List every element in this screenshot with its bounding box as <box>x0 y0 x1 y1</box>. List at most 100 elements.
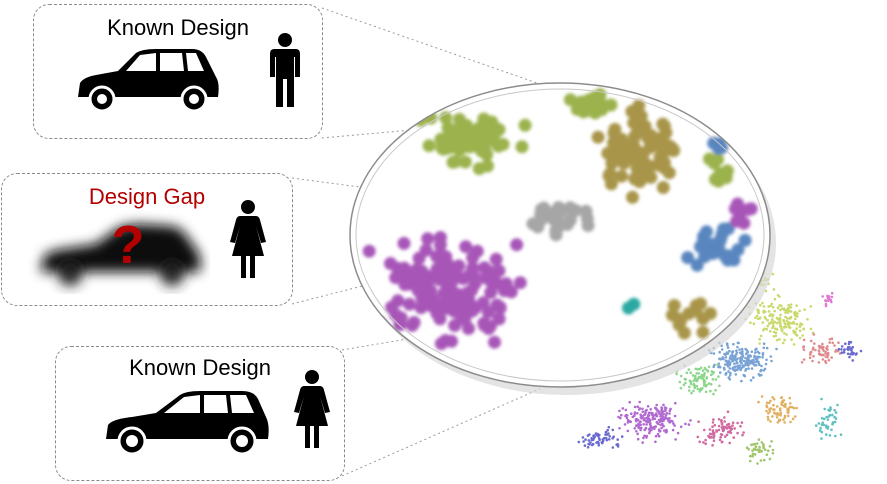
scatter-point <box>828 341 831 344</box>
scatter-point <box>773 309 776 313</box>
scatter-point <box>778 338 781 341</box>
scatter-point <box>775 416 779 419</box>
known-design-card-bottom: Known Design <box>55 346 345 481</box>
scatter-point <box>779 414 782 417</box>
scatter-point <box>850 348 853 352</box>
scatter-point <box>821 353 824 357</box>
scatter-point <box>484 286 498 299</box>
scatter-point <box>681 251 695 265</box>
scatter-point <box>707 434 710 438</box>
scatter-point <box>362 244 376 258</box>
scatter-point <box>709 389 712 393</box>
scatter-point <box>638 125 652 139</box>
scatter-point <box>733 210 747 224</box>
scatter-point <box>656 181 670 194</box>
scatter-point <box>641 410 645 414</box>
scatter-point <box>693 386 697 390</box>
scatter-point <box>763 315 767 319</box>
scatter-point <box>762 305 766 308</box>
scatter-point <box>785 333 788 336</box>
scatter-point <box>736 341 740 345</box>
scatter-point <box>720 433 724 437</box>
scatter-point <box>852 351 855 355</box>
scatter-point <box>654 425 658 428</box>
scatter-point <box>689 380 693 384</box>
scatter-point <box>717 418 721 421</box>
scatter-point <box>775 316 779 320</box>
scatter-point <box>753 364 756 367</box>
scatter-point <box>448 319 462 332</box>
scatter-point <box>694 374 697 378</box>
scatter-point <box>434 302 448 316</box>
scatter-point <box>738 233 752 247</box>
scatter-point <box>784 405 787 409</box>
scatter-point <box>711 378 715 381</box>
scatter-point <box>601 146 615 160</box>
scatter-point <box>784 323 787 326</box>
scatter-point <box>707 156 721 170</box>
scatter-point <box>703 372 706 375</box>
scatter-point <box>662 403 665 407</box>
scatter-point <box>772 335 776 338</box>
scatter-point <box>758 448 761 451</box>
scatter-point <box>731 350 735 353</box>
scatter-point <box>755 314 759 318</box>
scatter-point <box>659 126 673 140</box>
scatter-point <box>728 374 732 377</box>
scatter-point <box>760 364 763 368</box>
scatter-point <box>718 371 722 374</box>
scatter-point <box>660 426 663 430</box>
scatter-point <box>809 327 813 331</box>
scatter-point <box>731 243 745 257</box>
scatter-point <box>779 321 782 324</box>
scatter-point <box>758 445 761 449</box>
scatter-point <box>814 424 818 427</box>
scatter-point <box>671 312 685 326</box>
scatter-point <box>786 307 790 310</box>
scatter-point <box>840 351 844 355</box>
scatter-point <box>750 359 754 362</box>
scatter-point <box>715 141 729 155</box>
scatter-point <box>744 347 747 351</box>
scatter-point <box>828 434 832 437</box>
scatter-point <box>466 251 480 265</box>
scatter-point <box>820 430 824 434</box>
scatter-point <box>756 448 759 452</box>
scatter-point <box>636 412 639 415</box>
scatter-point <box>771 448 775 452</box>
scatter-point <box>830 295 834 299</box>
scatter-point <box>731 197 745 211</box>
scatter-point <box>847 348 850 352</box>
scatter-point <box>824 302 828 306</box>
scatter-point <box>650 426 654 430</box>
scatter-point <box>741 355 745 358</box>
scatter-point <box>423 290 437 304</box>
scatter-point <box>645 423 648 426</box>
scatter-point <box>581 436 585 439</box>
scatter-point <box>734 365 737 369</box>
suv-car-icon <box>106 391 269 456</box>
scatter-point <box>725 342 729 345</box>
scatter-point <box>751 453 755 456</box>
scatter-point <box>786 414 790 418</box>
scatter-point <box>705 383 708 387</box>
scatter-point <box>711 371 715 375</box>
scatter-point <box>827 415 831 418</box>
scatter-point <box>789 310 793 313</box>
scatter-point <box>795 327 798 330</box>
scatter-point <box>711 429 715 432</box>
scatter-point <box>802 327 806 331</box>
scatter-point <box>817 350 821 353</box>
scatter-point <box>776 306 780 310</box>
scatter-point <box>481 159 494 173</box>
scatter-point <box>656 422 660 426</box>
scatter-point <box>606 428 609 432</box>
scatter-point <box>723 352 726 356</box>
scatter-point <box>655 403 658 407</box>
scatter-point <box>824 304 828 308</box>
scatter-point <box>775 328 779 331</box>
scatter-point <box>700 387 703 390</box>
scatter-point <box>811 359 814 363</box>
scatter-point <box>588 443 591 446</box>
scatter-point <box>682 307 696 321</box>
